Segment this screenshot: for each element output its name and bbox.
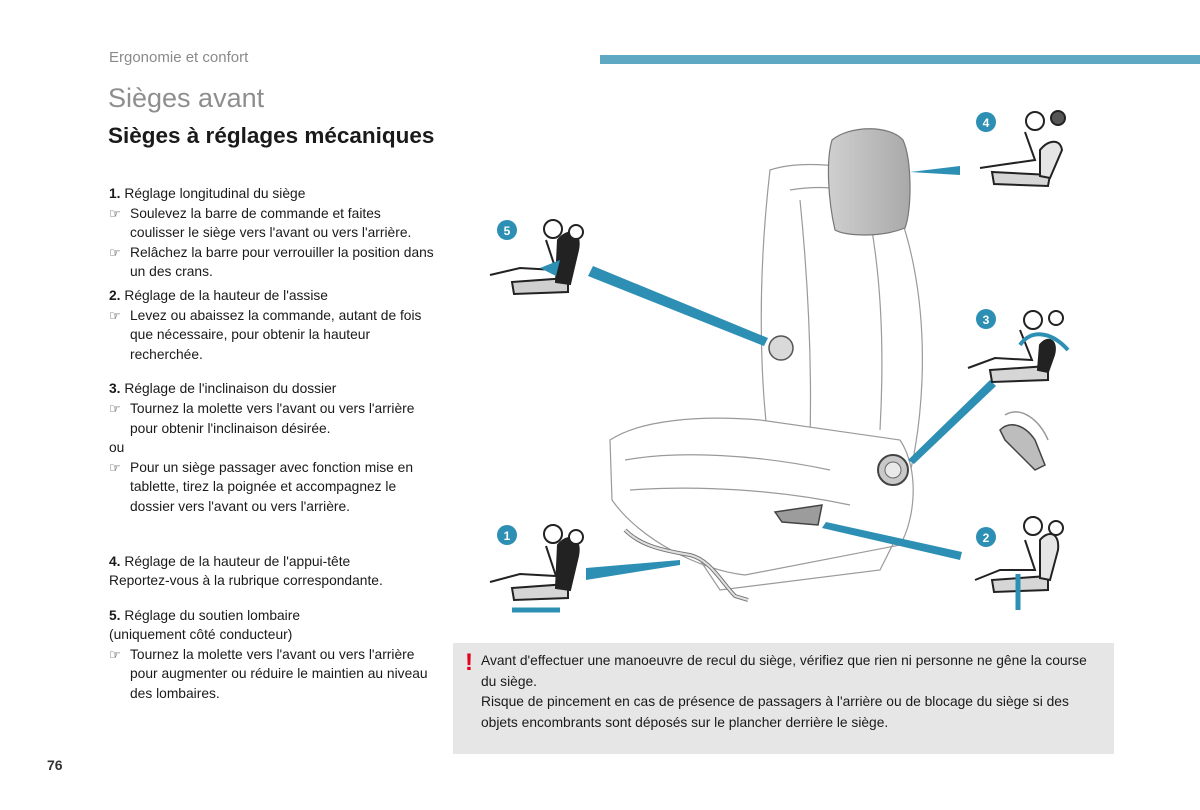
instructions-column: 1. Réglage longitudinal du siège ☞Soulev… [109,184,439,704]
callout-3: 3 [976,309,996,329]
instruction-number: 1. [109,186,121,201]
instruction-number: 2. [109,287,121,303]
inset-2 [974,516,1064,610]
callout-4: 4 [976,112,996,132]
instruction-step: ☞Relâchez la barre pour verrouiller la p… [109,244,434,280]
instruction-title: Réglage du soutien lombaire [124,607,301,623]
instruction-step: ☞Tournez la molette vers l'avant ou vers… [109,646,428,702]
callout-5: 5 [497,220,517,240]
svg-text:4: 4 [983,116,990,130]
inset-3b [999,411,1049,471]
headrest [827,128,911,236]
instruction-title: Réglage de l'inclinaison du dossier [124,381,337,397]
svg-text:3: 3 [983,313,990,327]
callout-1: 1 [497,525,517,545]
instruction-step: ☞Tournez la molette vers l'avant ou vers… [109,400,415,436]
instruction-1: 1. Réglage longitudinal du siège ☞Soulev… [109,184,439,282]
page-subtitle: Sièges à réglages mécaniques [108,123,435,148]
instruction-title: Réglage de la hauteur de l'assise [124,287,328,303]
finger-pointing-icon: ☞ [109,307,121,323]
page-title: Sièges avant [108,83,265,113]
inset-1 [489,524,584,613]
warning-line-1: Avant d'effectuer une manoeuvre de recul… [481,653,1087,689]
instruction-or: ou [109,440,125,456]
warning-line-2: Risque de pincement en cas de présence d… [481,694,1069,730]
instruction-number: 4. [109,553,121,569]
instruction-step: ☞Pour un siège passager avec fonction mi… [109,459,414,514]
header-accent-bar [600,55,1200,64]
finger-pointing-icon: ☞ [109,244,121,260]
finger-pointing-icon: ☞ [109,400,121,416]
instruction-step: ☞Soulevez la barre de commande et faites… [109,205,412,241]
instruction-3: 3. Réglage de l'inclinaison du dossier ☞… [109,379,439,516]
instruction-note: (uniquement côté conducteur) [109,627,293,643]
height-lever [773,504,823,526]
instruction-4: 4. Réglage de la hauteur de l'appui-tête… [109,552,439,591]
instruction-2: 2. Réglage de la hauteur de l'assise ☞Le… [109,286,439,364]
instruction-title: Réglage longitudinal du siège [124,186,306,201]
finger-pointing-icon: ☞ [109,459,121,475]
callout-2: 2 [976,527,996,547]
instruction-number: 5. [109,607,121,623]
finger-pointing-icon: ☞ [109,646,121,662]
inset-3 [967,310,1070,384]
svg-text:5: 5 [504,224,511,238]
inset-4 [979,110,1066,188]
instruction-5: 5. Réglage du soutien lombaire (uniqueme… [109,606,439,704]
svg-text:1: 1 [504,529,511,543]
page-number: 76 [47,757,63,773]
section-title: Ergonomie et confort [109,49,249,66]
instruction-number: 3. [109,381,121,397]
lumbar-knob [768,335,794,361]
warning-icon: ! [465,649,473,676]
seat-drawing [609,163,923,591]
inset-5 [489,219,584,296]
finger-pointing-icon: ☞ [109,205,121,221]
instruction-text: Reportez-vous à la rubrique correspondan… [109,573,383,589]
instruction-title: Réglage de la hauteur de l'appui-tête [124,553,351,569]
svg-text:2: 2 [983,531,990,545]
warning-box: ! Avant d'effectuer une manoeuvre de rec… [453,643,1114,754]
instruction-step: ☞Levez ou abaissez la commande, autant d… [109,307,422,362]
warning-text: Avant d'effectuer une manoeuvre de recul… [481,651,1101,733]
seat-illustration: 4 5 3 1 2 [489,110,1070,613]
